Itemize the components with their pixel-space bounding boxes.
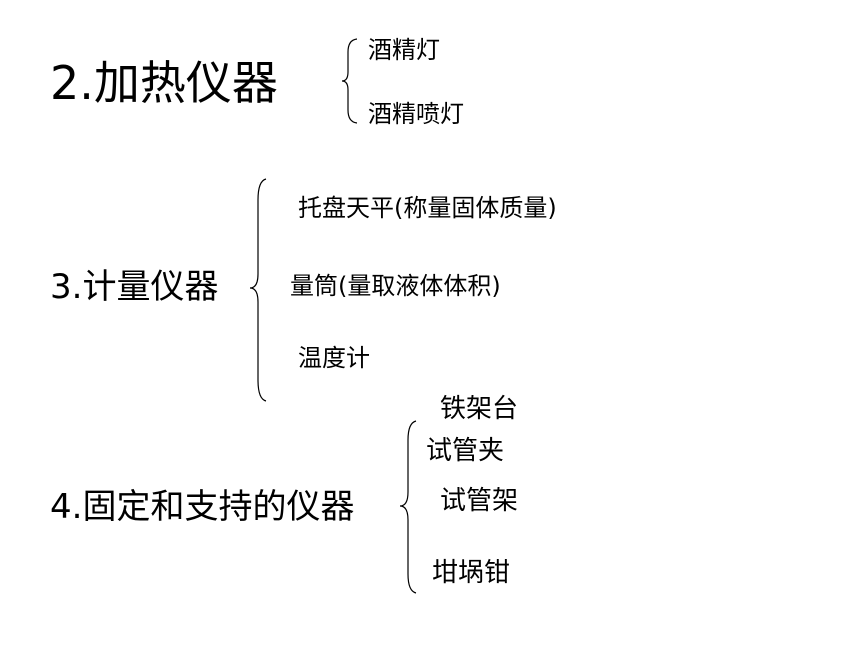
item-alcohol-lamp: 酒精灯 [368,36,440,64]
fixing-supporting-heading: 4.固定和支持的仪器 [50,487,355,527]
item-graduated-cylinder: 量筒(量取液体体积) [290,272,501,300]
item-test-tube-rack: 试管架 [440,486,519,516]
item-crucible-tongs: 坩埚钳 [432,558,511,588]
measuring-instruments-heading: 3.计量仪器 [50,267,219,307]
item-thermometer: 温度计 [298,344,370,372]
heating-instruments-heading: 2.加热仪器 [50,56,278,110]
item-alcohol-blowtorch: 酒精喷灯 [368,100,464,128]
heating-brace [341,38,358,124]
measuring-brace [249,178,267,402]
item-pan-balance: 托盘天平(称量固体质量) [298,194,557,222]
item-iron-stand: 铁架台 [440,394,519,424]
fixing-brace [399,420,417,594]
item-test-tube-holder: 试管夹 [426,436,505,466]
